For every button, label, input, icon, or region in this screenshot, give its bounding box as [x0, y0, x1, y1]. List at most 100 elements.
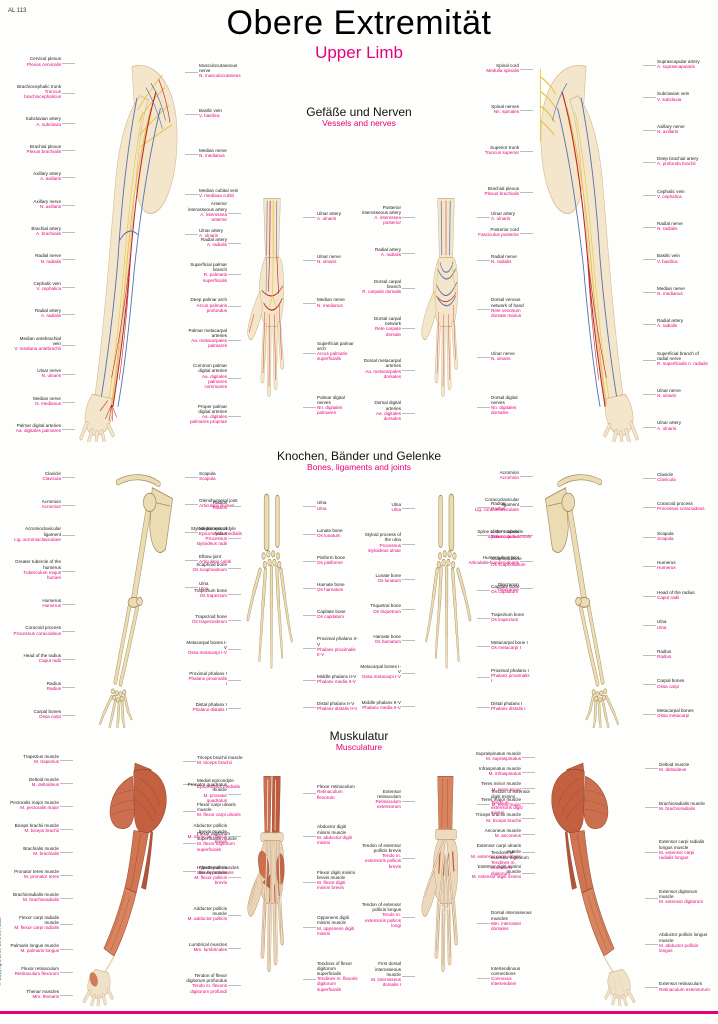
section-heading-vessels: Gefäße und Nerven Vessels and nerves — [0, 106, 718, 128]
vessels-hand-palmar-illustration — [242, 194, 302, 432]
section-title: Muskulatur — [329, 729, 389, 743]
bones-hand-dorsal-illustration — [416, 492, 476, 720]
anatomy-label: Tendons of flexor digitorum superficiali… — [302, 961, 358, 992]
section-heading-bones: Knochen, Bänder und Gelenke Bones, ligam… — [0, 450, 718, 472]
poster-title: Obere Extremität — [226, 4, 492, 42]
muscles-arm-anterior-illustration — [74, 748, 182, 1006]
product-code: AL 113 — [8, 8, 27, 14]
